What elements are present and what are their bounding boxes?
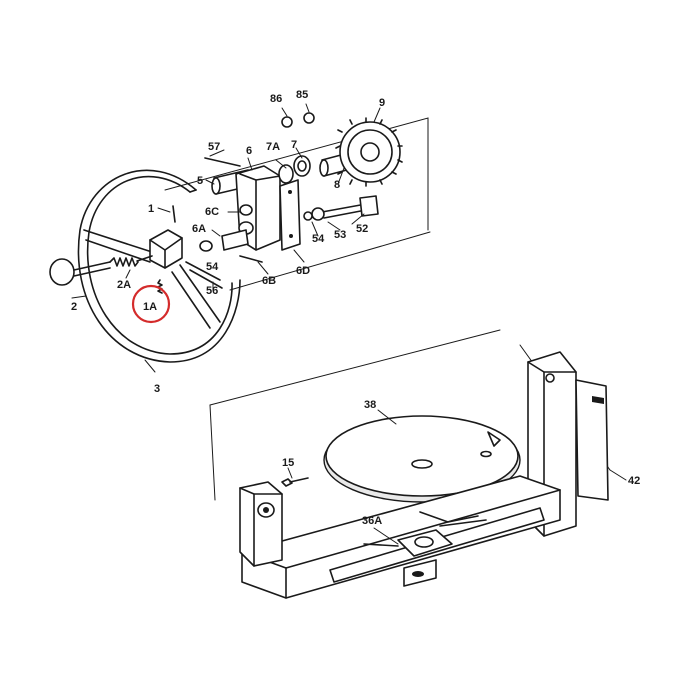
callout-6d: 6D [296,265,310,277]
callout-85: 85 [296,89,308,101]
callout-54-lower: 54 [206,261,219,273]
callout-38: 38 [364,399,376,411]
callout-6a: 6A [192,223,206,235]
callout-3: 3 [154,383,160,395]
callout-53: 53 [334,229,346,241]
callout-2: 2 [71,301,77,313]
steering-wheel [49,169,241,373]
turntable-plate [323,409,521,503]
callout-15: 15 [282,457,294,469]
callout-42: 42 [628,475,640,487]
callout-7: 7 [291,139,297,151]
callout-6b: 6B [262,275,276,287]
callout-8: 8 [334,179,340,191]
callout-86: 86 [270,93,282,105]
callout-56: 56 [206,285,218,297]
callout-52: 52 [356,223,368,235]
chassis-frame [239,351,627,599]
callout-6: 6 [246,145,252,157]
callout-6c: 6C [205,206,219,218]
callout-2a: 2A [117,279,131,291]
callout-54-upper: 54 [312,233,325,245]
callout-9: 9 [379,97,385,109]
callout-1a: 1A [143,301,157,313]
gearbox-assembly [199,103,403,275]
callout-57: 57 [208,141,220,153]
highlight-ring [131,284,171,324]
callout-labels: 1 1A 2 2A 3 5 6 6A 6B 6C 6D 7 7A 8 9 15 … [71,89,640,527]
callout-5: 5 [197,175,203,187]
callout-1: 1 [148,203,154,215]
callout-7a: 7A [266,141,280,153]
callout-36a: 36A [362,515,382,527]
